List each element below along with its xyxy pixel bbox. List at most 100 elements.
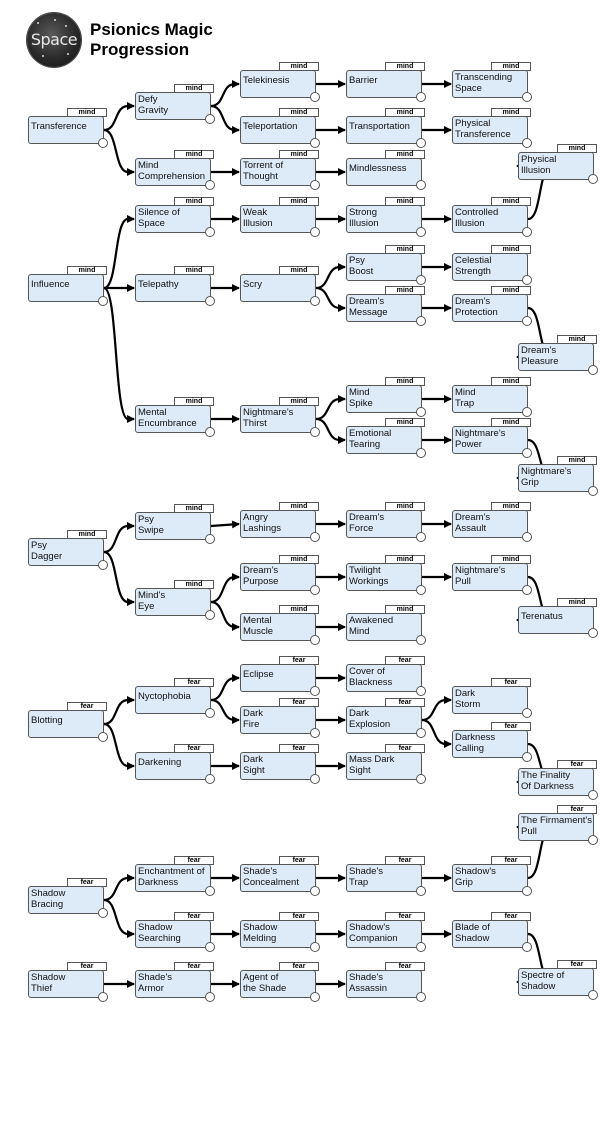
connector-handle[interactable] [310,532,320,542]
connector-handle[interactable] [98,908,108,918]
connector-handle[interactable] [522,532,532,542]
connector-handle[interactable] [588,174,598,184]
connector-handle[interactable] [416,585,426,595]
connector-handle[interactable] [588,628,598,638]
connector-handle[interactable] [310,686,320,696]
connector-handle[interactable] [416,227,426,237]
connector-handle[interactable] [205,534,215,544]
connector-handle[interactable] [416,275,426,285]
connector-handle[interactable] [205,942,215,952]
connector-handle[interactable] [522,585,532,595]
connector-handle[interactable] [588,486,598,496]
connector-handle[interactable] [416,448,426,458]
connector-handle[interactable] [310,427,320,437]
connector-handle[interactable] [522,942,532,952]
connector-handle[interactable] [416,92,426,102]
connector-handle[interactable] [98,992,108,1002]
connector-handle[interactable] [310,728,320,738]
connector-handle[interactable] [588,365,598,375]
connector-handle[interactable] [205,296,215,306]
connector-handle[interactable] [416,316,426,326]
connector-handle[interactable] [416,992,426,1002]
connector-handle[interactable] [522,227,532,237]
connector-handle[interactable] [310,296,320,306]
connector-handle[interactable] [205,114,215,124]
connector-handle[interactable] [522,316,532,326]
connector-handle[interactable] [588,990,598,1000]
connector-handle[interactable] [98,138,108,148]
connector-handle[interactable] [98,732,108,742]
connector-handle[interactable] [522,138,532,148]
connector-handle[interactable] [205,886,215,896]
connector-handle[interactable] [310,227,320,237]
connector-handle[interactable] [310,138,320,148]
connector-handle[interactable] [310,992,320,1002]
connector-handle[interactable] [416,180,426,190]
connector-handle[interactable] [416,635,426,645]
connector-handle[interactable] [522,92,532,102]
connector-handle[interactable] [416,686,426,696]
connector-handle[interactable] [205,427,215,437]
connector-handle[interactable] [522,448,532,458]
connector-handle[interactable] [416,532,426,542]
connector-handle[interactable] [310,180,320,190]
connector-handle[interactable] [522,886,532,896]
connector-handle[interactable] [310,92,320,102]
connector-handle[interactable] [98,560,108,570]
connector-handle[interactable] [98,296,108,306]
connector-handle[interactable] [416,774,426,784]
connector-handle[interactable] [522,275,532,285]
connector-handle[interactable] [588,835,598,845]
connector-handle[interactable] [310,774,320,784]
connector-handle[interactable] [205,708,215,718]
connector-handle[interactable] [522,708,532,718]
